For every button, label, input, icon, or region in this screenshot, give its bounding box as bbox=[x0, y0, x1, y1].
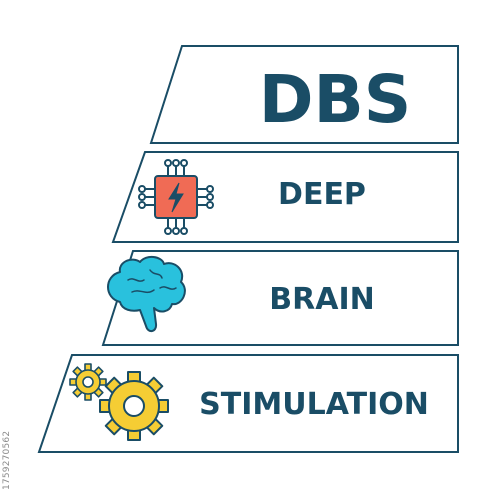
row-brain-panel bbox=[101, 250, 459, 346]
cpu-lightning-icon bbox=[138, 159, 214, 235]
row-stimulation-label: STIMULATION bbox=[199, 387, 429, 422]
row-stimulation: STIMULATION bbox=[37, 354, 459, 453]
gears-icon bbox=[69, 363, 169, 441]
row-deep-panel bbox=[111, 151, 459, 243]
side-caption-text: 1759270562 bbox=[2, 430, 12, 490]
brain-icon bbox=[107, 256, 186, 332]
row-deep-label: DEEP bbox=[278, 177, 366, 212]
row-dbs-label: DBS bbox=[259, 61, 412, 138]
side-caption: 1759270562 bbox=[2, 0, 16, 500]
row-brain: BRAIN bbox=[101, 250, 459, 346]
large-gear-icon bbox=[99, 371, 169, 441]
row-brain-label: BRAIN bbox=[269, 282, 374, 317]
small-gear-icon bbox=[69, 363, 107, 401]
row-dbs: DBS bbox=[149, 45, 459, 144]
row-dbs-panel bbox=[149, 45, 459, 144]
row-deep: DEEP bbox=[111, 151, 459, 243]
